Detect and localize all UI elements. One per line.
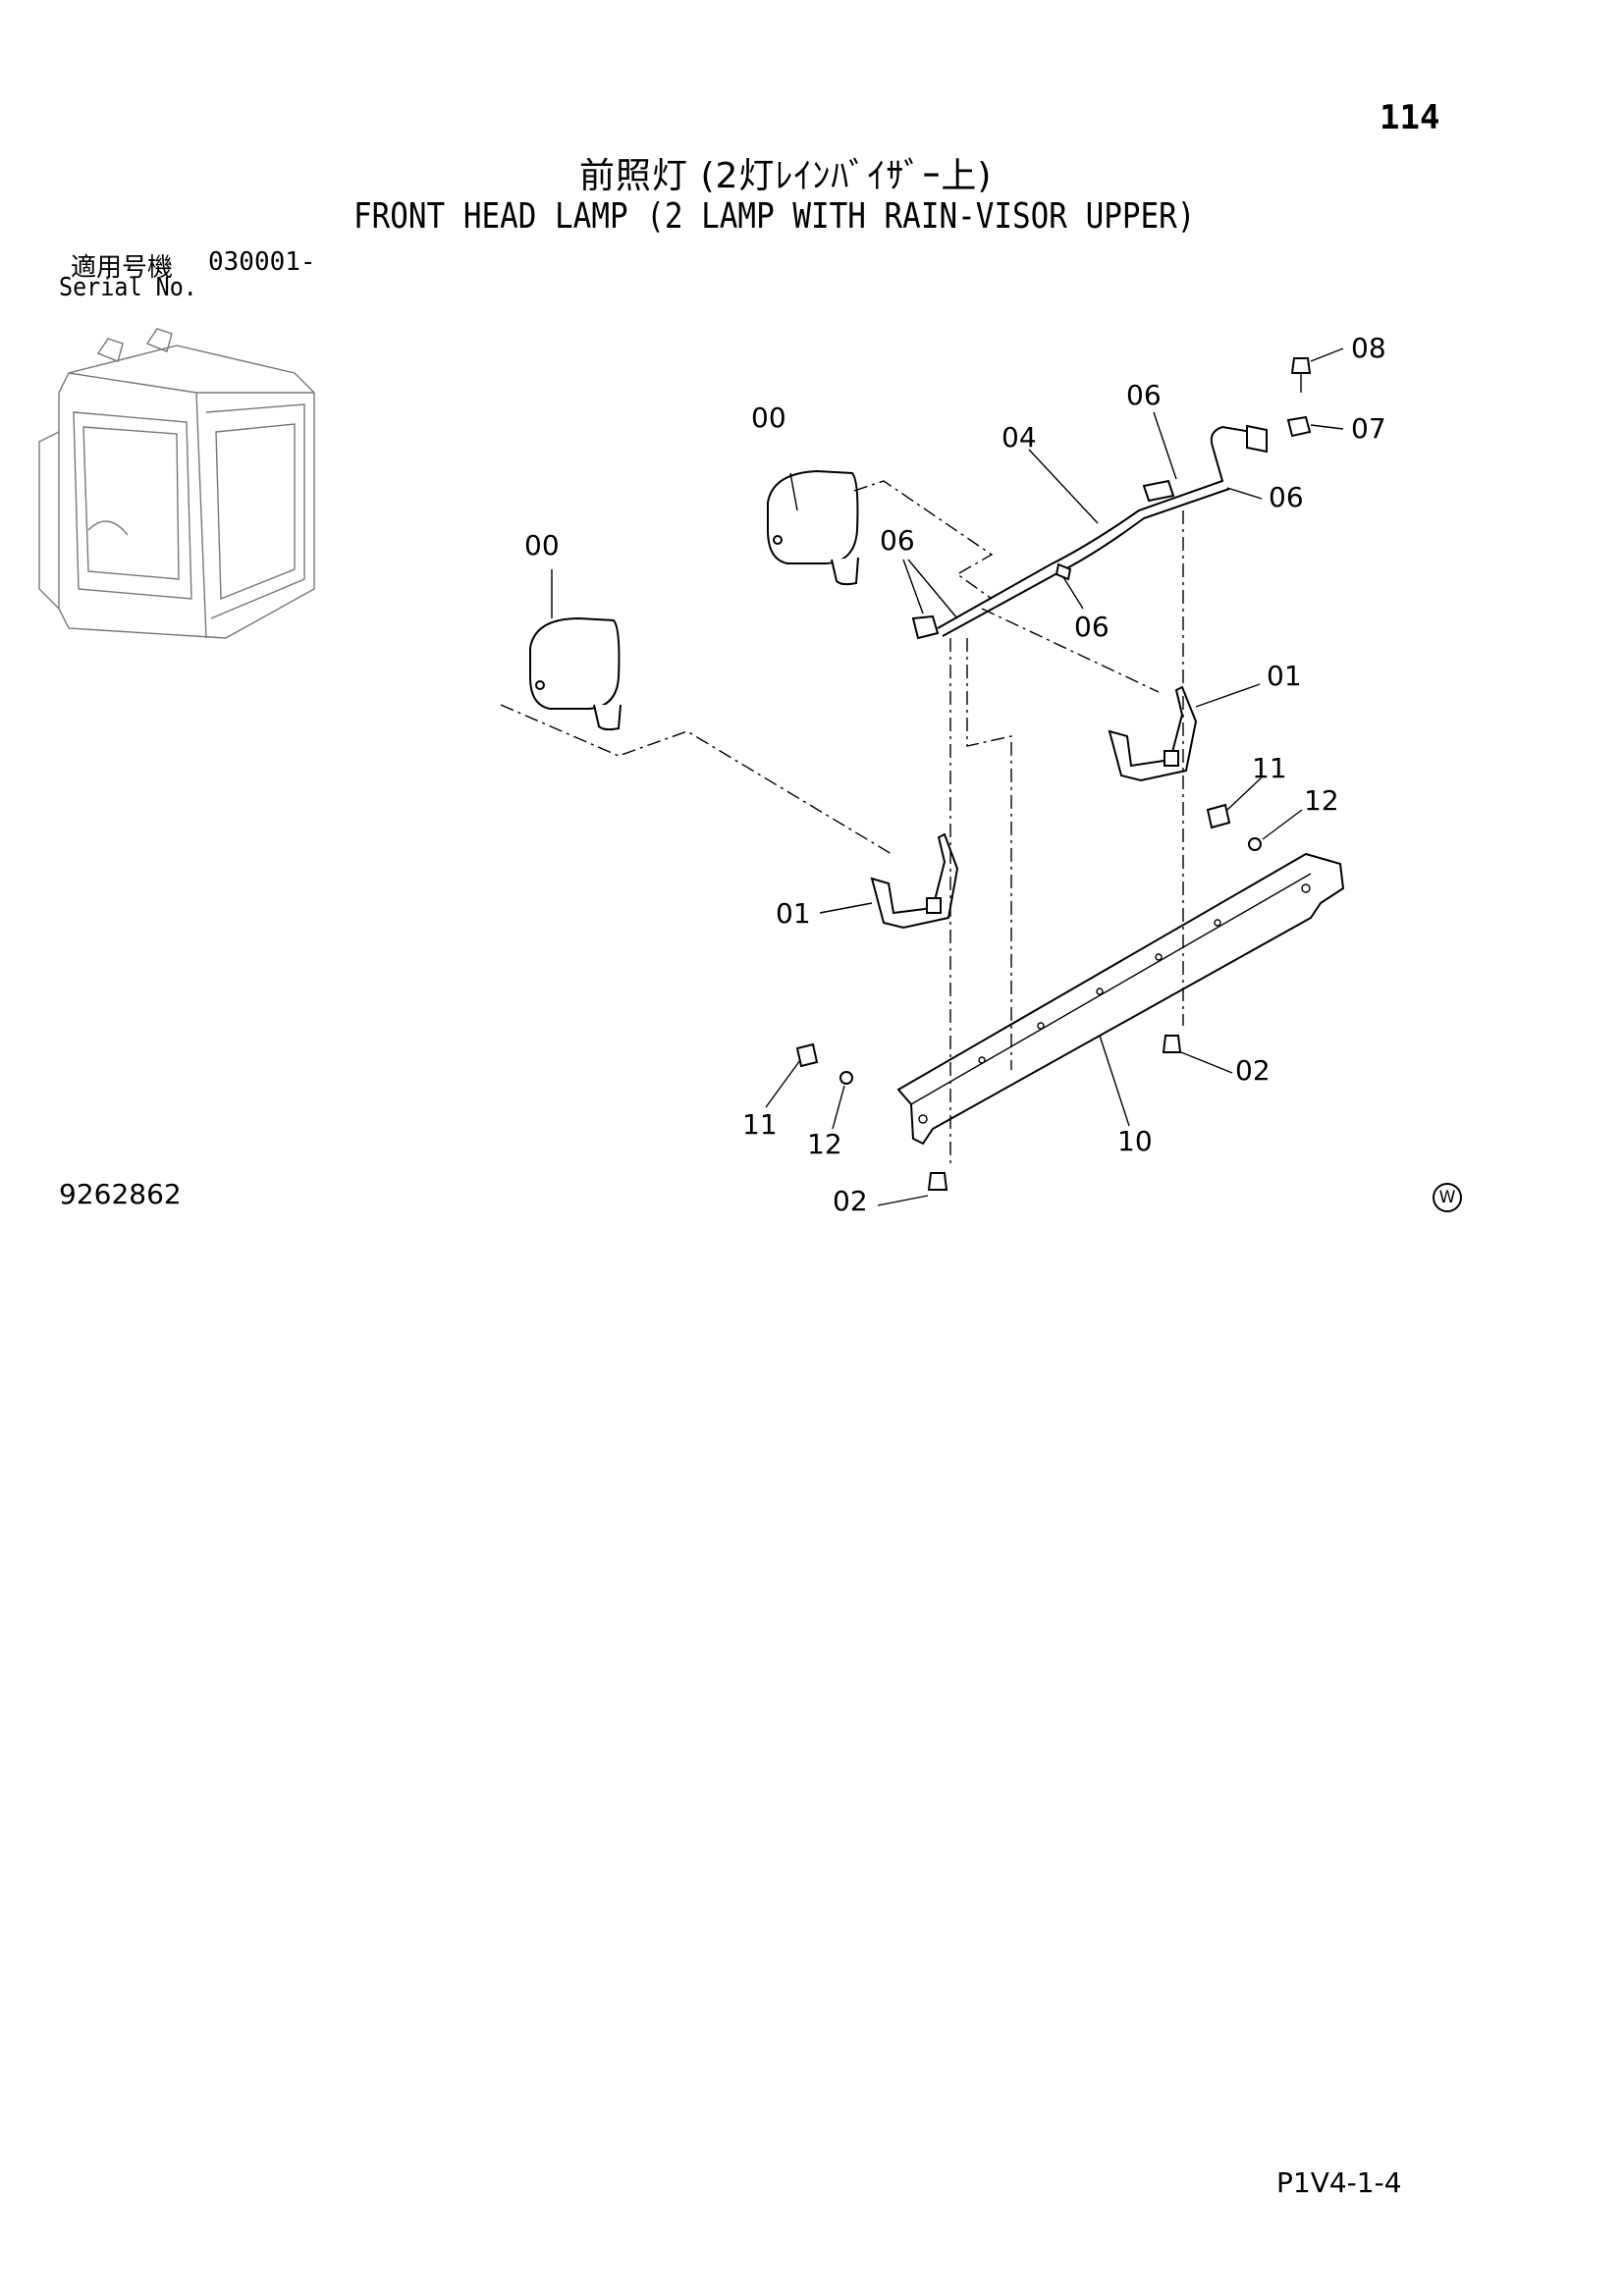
callout-leader-lines bbox=[551, 347, 1344, 1206]
page-number: 114 bbox=[1380, 98, 1440, 137]
callout-02: 02 bbox=[1235, 1054, 1271, 1087]
callout-06: 06 bbox=[1126, 379, 1162, 411]
callout-08: 08 bbox=[1351, 332, 1386, 364]
serial-label-english: Serial No. bbox=[59, 273, 197, 302]
callout-07: 07 bbox=[1351, 412, 1386, 445]
callout-11: 11 bbox=[1252, 752, 1287, 784]
callout-01: 01 bbox=[776, 897, 811, 930]
page-reference: P1V4-1-4 bbox=[1276, 2166, 1402, 2199]
serial-number-value: 030001- bbox=[208, 247, 316, 277]
cab-overview-illustration bbox=[38, 328, 315, 639]
w-mark-icon: W bbox=[1433, 1183, 1462, 1212]
wire-harness bbox=[911, 424, 1268, 640]
callout-01: 01 bbox=[1267, 660, 1302, 692]
assembly-guide-lines bbox=[500, 480, 1184, 1168]
lamp-bracket-right bbox=[1108, 685, 1198, 782]
callout-10: 10 bbox=[1117, 1125, 1153, 1157]
figure-number: 9262862 bbox=[59, 1178, 182, 1210]
head-lamp-right bbox=[767, 469, 859, 586]
callout-12: 12 bbox=[807, 1128, 842, 1160]
callout-00: 00 bbox=[751, 401, 786, 434]
callout-06: 06 bbox=[1074, 611, 1110, 643]
callout-00: 00 bbox=[524, 529, 560, 561]
callout-02: 02 bbox=[833, 1185, 868, 1217]
title-english: FRONT HEAD LAMP (2 LAMP WITH RAIN-VISOR … bbox=[353, 196, 1196, 237]
callout-12: 12 bbox=[1304, 784, 1339, 817]
callout-06: 06 bbox=[1269, 481, 1304, 513]
serial-label-japanese: 適用号機 bbox=[71, 253, 174, 283]
title-japanese: 前照灯 (2灯ﾚｲﾝﾊﾞｲｻﾞｰ上) bbox=[579, 156, 993, 196]
callout-06: 06 bbox=[880, 524, 915, 557]
head-lamp-left bbox=[529, 616, 622, 731]
mounting-bar bbox=[896, 852, 1345, 1146]
callout-04: 04 bbox=[1001, 421, 1037, 454]
lamp-bracket-left bbox=[870, 832, 959, 930]
callout-11: 11 bbox=[742, 1108, 778, 1141]
small-fasteners bbox=[795, 357, 1312, 1191]
